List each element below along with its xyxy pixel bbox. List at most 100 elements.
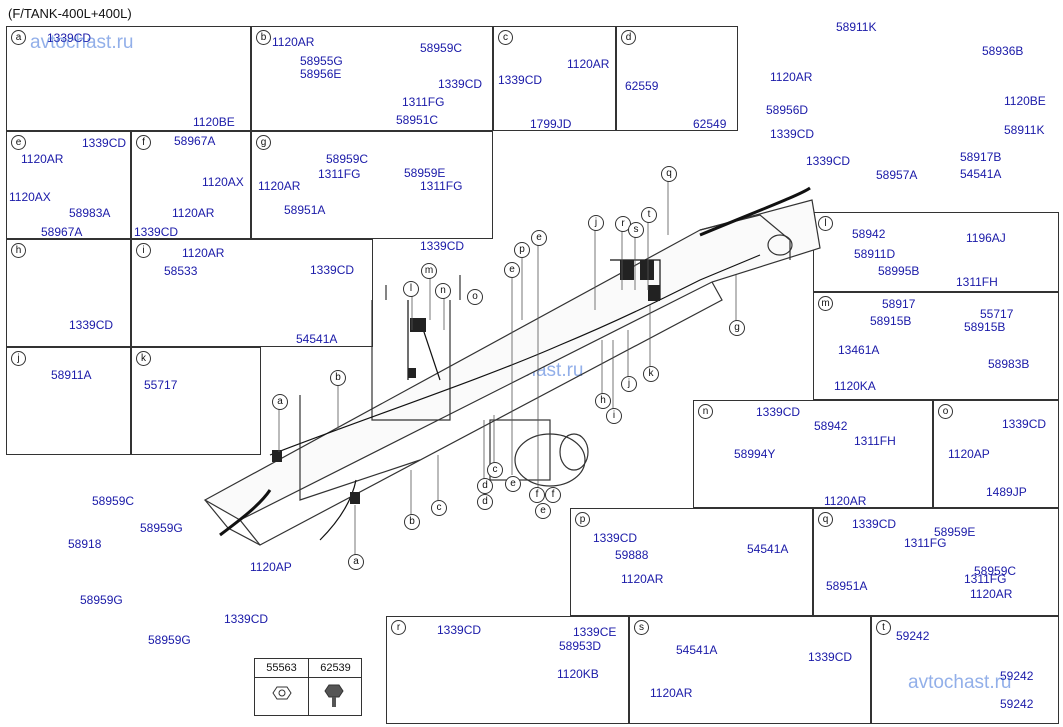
part-label[interactable]: 58983B	[988, 357, 1030, 371]
frame-callout[interactable]: i	[606, 408, 622, 424]
frame-callout[interactable]: e	[535, 503, 551, 519]
part-label[interactable]: 1120AR	[567, 57, 610, 71]
part-label[interactable]: 1120AR	[621, 572, 664, 586]
part-label[interactable]: 1120AR	[970, 587, 1013, 601]
frame-callout[interactable]: t	[641, 207, 657, 223]
frame-callout[interactable]: p	[514, 242, 530, 258]
part-label[interactable]: 58983A	[69, 206, 111, 220]
part-label[interactable]: 58967A	[174, 134, 216, 148]
part-label[interactable]: 58959C	[420, 41, 463, 55]
part-label[interactable]: 58915B	[964, 320, 1006, 334]
part-label[interactable]: 59888	[615, 548, 649, 562]
frame-callout[interactable]: d	[477, 494, 493, 510]
part-label[interactable]: 58957A	[876, 168, 918, 182]
frame-callout[interactable]: a	[348, 554, 364, 570]
part-label[interactable]: 1339CD	[808, 650, 853, 664]
frame-callout[interactable]: e	[531, 230, 547, 246]
part-label[interactable]: 1120AR	[21, 152, 64, 166]
part-label[interactable]: 1339CD	[1002, 417, 1047, 431]
part-label[interactable]: 1339CD	[134, 225, 179, 239]
part-label[interactable]: 54541A	[676, 643, 718, 657]
frame-callout[interactable]: s	[628, 222, 644, 238]
part-label[interactable]: 58911K	[1004, 123, 1045, 137]
part-label[interactable]: 1120AR	[824, 494, 867, 508]
part-label[interactable]: 58911K	[836, 20, 877, 34]
part-label[interactable]: 1339CD	[310, 263, 355, 277]
part-label[interactable]: 1120KA	[834, 379, 876, 393]
part-label[interactable]: 58942	[852, 227, 886, 241]
part-label[interactable]: 1339CD	[82, 136, 127, 150]
part-label[interactable]: 58959G	[80, 593, 123, 607]
part-label[interactable]: 1339CD	[420, 239, 465, 253]
part-label[interactable]: 1339CD	[224, 612, 269, 626]
frame-callout[interactable]: n	[435, 283, 451, 299]
part-label[interactable]: 54541A	[296, 332, 338, 346]
frame-callout[interactable]: m	[421, 263, 437, 279]
frame-callout[interactable]: j	[588, 215, 604, 231]
part-label[interactable]: 58955G	[300, 54, 343, 68]
part-label[interactable]: 58911A	[51, 368, 92, 382]
part-label[interactable]: 1120AR	[182, 246, 225, 260]
part-label[interactable]: 58959E	[934, 525, 976, 539]
part-label[interactable]: 1311FG	[904, 536, 947, 550]
part-label[interactable]: 1120AR	[770, 70, 813, 84]
part-label[interactable]: 58918	[68, 537, 102, 551]
part-label[interactable]: 58533	[164, 264, 198, 278]
part-label[interactable]: 1489JP	[986, 485, 1027, 499]
part-label[interactable]: 58915B	[870, 314, 912, 328]
frame-callout[interactable]: d	[477, 478, 493, 494]
part-label[interactable]: 1120AX	[9, 190, 51, 204]
frame-callout[interactable]: o	[467, 289, 483, 305]
part-label[interactable]: 58959G	[148, 633, 191, 647]
part-label[interactable]: 59242	[1000, 697, 1034, 711]
part-label[interactable]: 58951C	[396, 113, 439, 127]
part-label[interactable]: 54541A	[747, 542, 789, 556]
part-label[interactable]: 58959G	[140, 521, 183, 535]
part-label[interactable]: 58917B	[960, 150, 1002, 164]
part-label[interactable]: 1339CD	[852, 517, 897, 531]
part-label[interactable]: 58953D	[559, 639, 602, 653]
part-label[interactable]: 1311FG	[420, 179, 463, 193]
part-label[interactable]: 54541A	[960, 167, 1002, 181]
part-label[interactable]: 58994Y	[734, 447, 776, 461]
frame-callout[interactable]: e	[504, 262, 520, 278]
part-label[interactable]: 55717	[144, 378, 178, 392]
part-label[interactable]: 1339CD	[69, 318, 114, 332]
frame-callout[interactable]: b	[404, 514, 420, 530]
part-label[interactable]: 1311FG	[402, 95, 445, 109]
part-label[interactable]: 1120BE	[1004, 94, 1046, 108]
frame-callout[interactable]: b	[330, 370, 346, 386]
part-label[interactable]: 58936B	[982, 44, 1024, 58]
part-label[interactable]: 1339CD	[498, 73, 543, 87]
part-label[interactable]: 1339CE	[573, 625, 617, 639]
part-label[interactable]: 1339CD	[438, 77, 483, 91]
part-label[interactable]: 1311FH	[854, 434, 896, 448]
part-label[interactable]: 58951A	[826, 579, 868, 593]
part-label[interactable]: 1311FG	[318, 167, 361, 181]
part-label[interactable]: 1120AP	[948, 447, 990, 461]
part-label[interactable]: 1120BE	[193, 115, 235, 129]
part-label[interactable]: 1339CD	[770, 127, 815, 141]
frame-callout[interactable]: a	[272, 394, 288, 410]
part-label[interactable]: 1196AJ	[966, 231, 1006, 245]
part-label[interactable]: 58959E	[404, 166, 446, 180]
part-label[interactable]: 1120AR	[272, 35, 315, 49]
part-label[interactable]: 59242	[896, 629, 930, 643]
part-label[interactable]: 62559	[625, 79, 659, 93]
part-label[interactable]: 58942	[814, 419, 848, 433]
part-label[interactable]: 1339CD	[806, 154, 851, 168]
part-label[interactable]: 1120KB	[557, 667, 599, 681]
part-label[interactable]: 59242	[1000, 669, 1034, 683]
frame-callout[interactable]: l	[403, 281, 419, 297]
part-label[interactable]: 1120AR	[650, 686, 693, 700]
frame-callout[interactable]: c	[487, 462, 503, 478]
part-label[interactable]: 58956D	[766, 103, 809, 117]
part-label[interactable]: 1339CD	[756, 405, 801, 419]
part-label[interactable]: 1120AP	[250, 560, 292, 574]
part-label[interactable]: 1120AR	[258, 179, 301, 193]
frame-callout[interactable]: h	[595, 393, 611, 409]
frame-callout[interactable]: c	[431, 500, 447, 516]
part-label[interactable]: 58911D	[854, 247, 896, 261]
frame-callout[interactable]: f	[529, 487, 545, 503]
part-label[interactable]: 58959C	[326, 152, 369, 166]
